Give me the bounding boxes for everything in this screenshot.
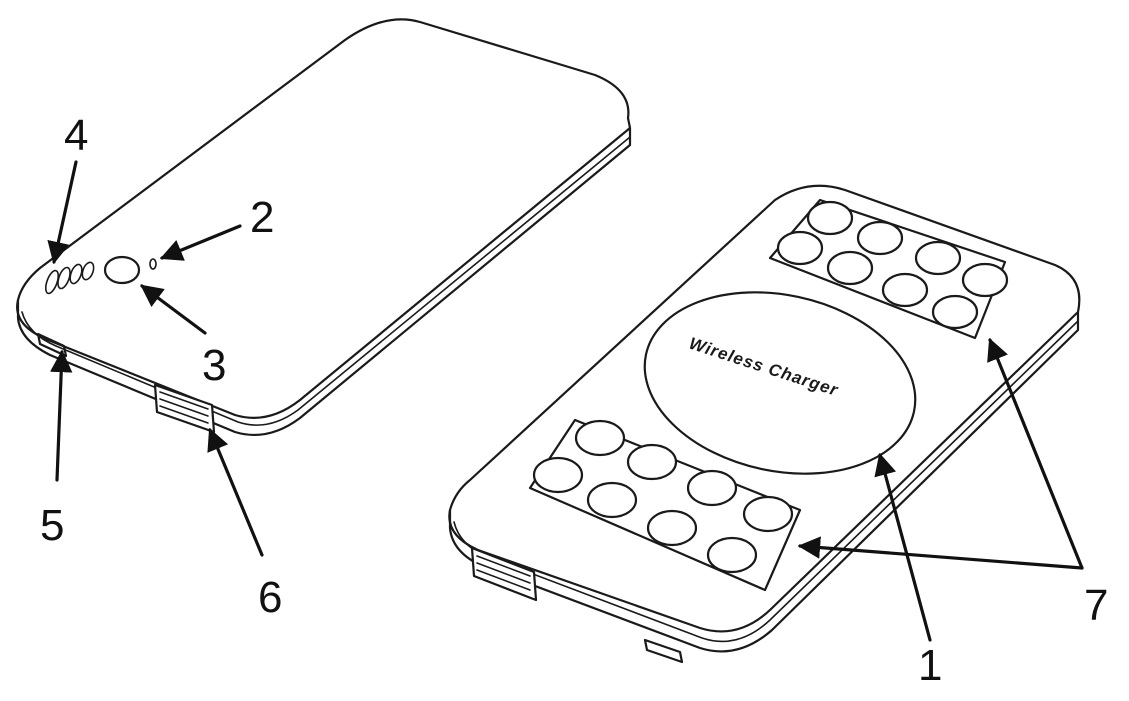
suction-cup: [826, 250, 874, 286]
suction-cup: [806, 200, 854, 236]
led-slot-1: [44, 269, 60, 295]
suction-cup: [586, 481, 638, 519]
suction-cup: [742, 495, 794, 533]
left-device-edge-line: [21, 136, 631, 426]
status-led: [149, 258, 157, 270]
suction-cup: [646, 509, 698, 547]
callout-6: 6: [258, 573, 282, 622]
suction-cup: [931, 294, 979, 330]
suction-cup: [626, 443, 678, 481]
suction-cup: [961, 262, 1009, 298]
led-slot-2: [57, 266, 71, 290]
callout-3: 3: [202, 341, 226, 390]
arrow-1: [874, 452, 932, 642]
power-button: [103, 255, 141, 285]
callout-labels: 2 3 4 5 6 1 7: [40, 111, 1108, 690]
right-micro-usb-port: [643, 638, 684, 664]
led-slot-4: [81, 261, 95, 281]
right-device-edge-line: [453, 320, 1079, 643]
arrow-7a: [987, 337, 1084, 570]
suction-cup: [574, 419, 626, 457]
led-indicator-slots: [44, 261, 95, 295]
power-bank-left: [16, 18, 632, 436]
charging-circle: [643, 291, 917, 475]
callout-4: 4: [64, 111, 88, 160]
suction-cup: [686, 469, 738, 507]
right-device-side: [448, 310, 1080, 653]
wireless-charging-coil: Wireless Charger: [643, 291, 917, 475]
suction-cup: [706, 536, 758, 574]
callout-arrows: [47, 160, 1084, 642]
arrow-3: [140, 284, 207, 335]
led-slot-3: [69, 263, 83, 285]
arrow-6: [207, 427, 264, 557]
arrow-7b: [797, 536, 1084, 570]
left-device-side: [16, 126, 632, 436]
suction-cup: [776, 230, 824, 266]
left-device-top-face: [16, 18, 632, 419]
arrow-5: [50, 349, 73, 482]
suction-cup: [881, 272, 929, 308]
arrow-2: [159, 224, 242, 261]
power-bank-right: Wireless Charger: [448, 184, 1081, 664]
callout-5: 5: [40, 501, 64, 550]
callout-1: 1: [918, 641, 942, 690]
right-usb-port: [470, 546, 538, 602]
callout-2: 2: [250, 193, 274, 242]
callout-7: 7: [1084, 581, 1108, 630]
suction-pad-upper: [768, 198, 1009, 340]
arrow-4: [47, 160, 78, 265]
suction-cup: [532, 456, 584, 494]
suction-cup: [856, 220, 904, 256]
suction-pad-lower: [528, 418, 802, 592]
suction-cup: [914, 240, 962, 276]
